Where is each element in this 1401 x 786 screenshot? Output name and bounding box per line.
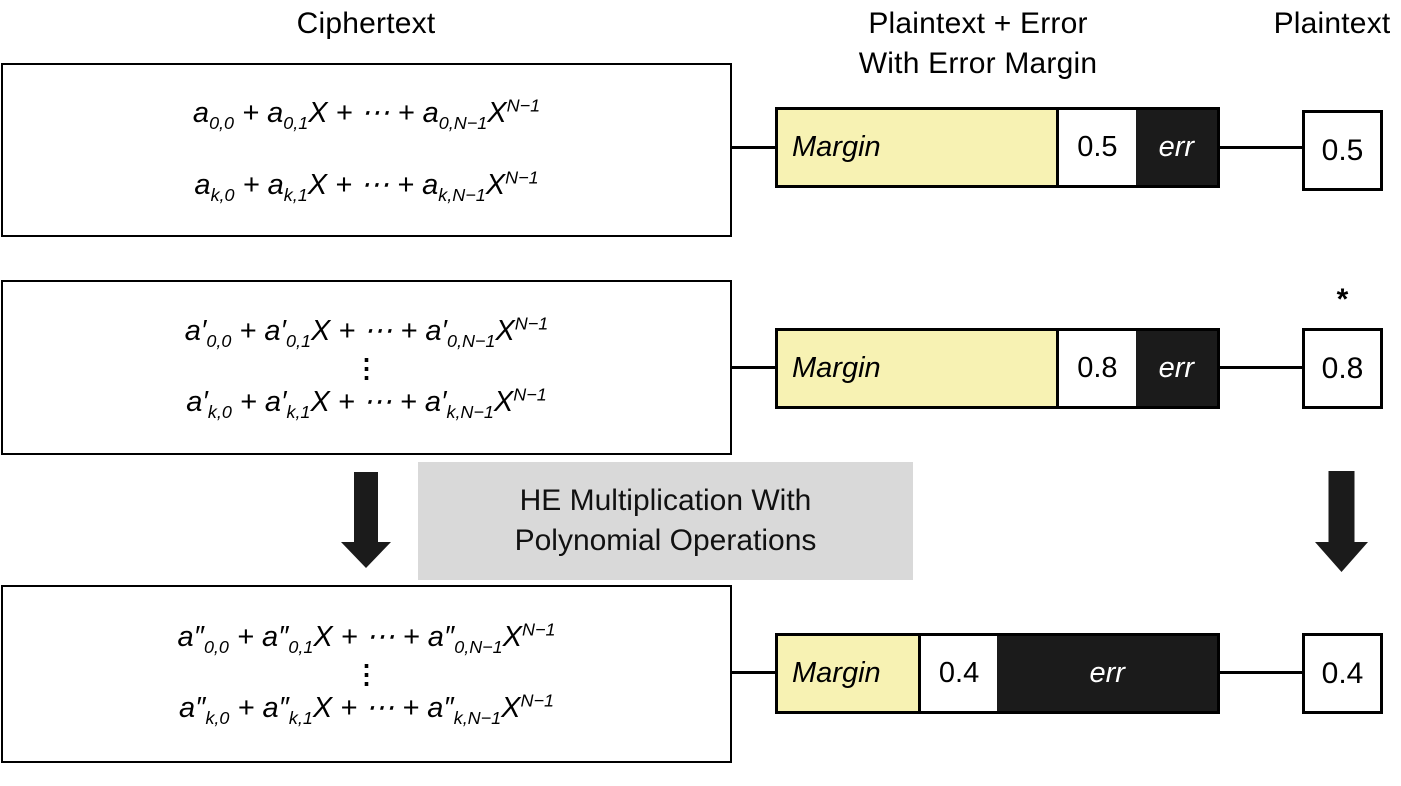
polynomial-line: a0,0 + a0,1X + ⋯ + a0,N−1XN−1 xyxy=(192,95,541,133)
value-segment: 0.5 xyxy=(1058,110,1136,185)
err-segment: err xyxy=(1135,110,1217,185)
ciphertext-column-header-text: Ciphertext xyxy=(296,7,436,40)
error-margin-bar-2: Margin 0.8 err xyxy=(775,328,1220,409)
polynomial-line: a′0,0 + a′0,1X + ⋯ + a′0,N−1XN−1 xyxy=(184,313,549,351)
connector-line xyxy=(731,671,775,674)
down-arrow-icon xyxy=(341,472,391,568)
error-margin-bar-3: Margin 0.4 err xyxy=(775,633,1220,714)
ciphertext-box-2: a′0,0 + a′0,1X + ⋯ + a′0,N−1XN−1 ⋮ a′k,0… xyxy=(1,280,732,455)
operation-label-line1: HE Multiplication With xyxy=(519,484,812,517)
ciphertext-column-header: Ciphertext xyxy=(0,4,732,44)
ciphertext-box-1: a0,0 + a0,1X + ⋯ + a0,N−1XN−1 ak,0 + ak,… xyxy=(1,63,732,237)
down-arrow-icon xyxy=(1315,471,1368,572)
err-label: err xyxy=(1158,352,1195,384)
plaintext-error-header-line2: With Error Margin xyxy=(858,47,1098,80)
vertical-dots: ⋮ xyxy=(353,659,380,689)
plaintext-box-1: 0.5 xyxy=(1302,110,1383,191)
polynomial-line: ak,0 + ak,1X + ⋯ + ak,N−1XN−1 xyxy=(194,166,539,205)
value-label: 0.8 xyxy=(1077,352,1118,384)
plaintext-column-header: Plaintext xyxy=(1252,4,1401,44)
plaintext-box-2: 0.8 xyxy=(1302,328,1383,409)
operation-label: HE Multiplication With Polynomial Operat… xyxy=(418,462,913,580)
vertical-dots: ⋮ xyxy=(353,352,380,383)
connector-line xyxy=(1220,366,1302,369)
connector-line xyxy=(731,366,775,369)
err-segment: err xyxy=(997,636,1217,711)
plaintext-box-3: 0.4 xyxy=(1302,633,1383,714)
value-label: 0.5 xyxy=(1077,131,1118,163)
err-label: err xyxy=(1089,657,1125,689)
ciphertext-box-3: a″0,0 + a″0,1X + ⋯ + a″0,N−1XN−1 ⋮ a″k,0… xyxy=(1,585,732,763)
polynomial-line: a″0,0 + a″0,1X + ⋯ + a″0,N−1XN−1 xyxy=(177,619,556,657)
plaintext-value: 0.5 xyxy=(1321,133,1364,167)
margin-segment: Margin xyxy=(778,331,1059,406)
polynomial-line: a′k,0 + a′k,1X + ⋯ + a′k,N−1XN−1 xyxy=(186,383,547,422)
connector-line xyxy=(1220,146,1302,149)
value-segment: 0.4 xyxy=(920,636,998,711)
connector-line xyxy=(731,146,775,149)
plaintext-error-column-header: Plaintext + Error With Error Margin xyxy=(753,4,1203,84)
asterisk-note: * xyxy=(1336,283,1349,316)
value-segment: 0.8 xyxy=(1058,331,1136,406)
margin-segment: Margin xyxy=(778,636,921,711)
margin-label: Margin xyxy=(792,657,881,689)
polynomial-line: a″k,0 + a″k,1X + ⋯ + a″k,N−1XN−1 xyxy=(179,690,554,728)
err-label: err xyxy=(1158,131,1195,163)
margin-label: Margin xyxy=(792,131,881,163)
operation-label-line2: Polynomial Operations xyxy=(514,524,817,557)
plaintext-error-header-line1: Plaintext + Error xyxy=(868,7,1088,40)
plaintext-value: 0.4 xyxy=(1321,656,1364,690)
error-margin-bar-1: Margin 0.5 err xyxy=(775,107,1220,188)
connector-line xyxy=(1220,671,1302,674)
plaintext-column-header-text: Plaintext xyxy=(1273,7,1391,40)
margin-label: Margin xyxy=(792,352,881,384)
value-label: 0.4 xyxy=(938,657,980,689)
err-segment: err xyxy=(1135,331,1217,406)
margin-segment: Margin xyxy=(778,110,1059,185)
plaintext-value: 0.8 xyxy=(1321,351,1364,385)
